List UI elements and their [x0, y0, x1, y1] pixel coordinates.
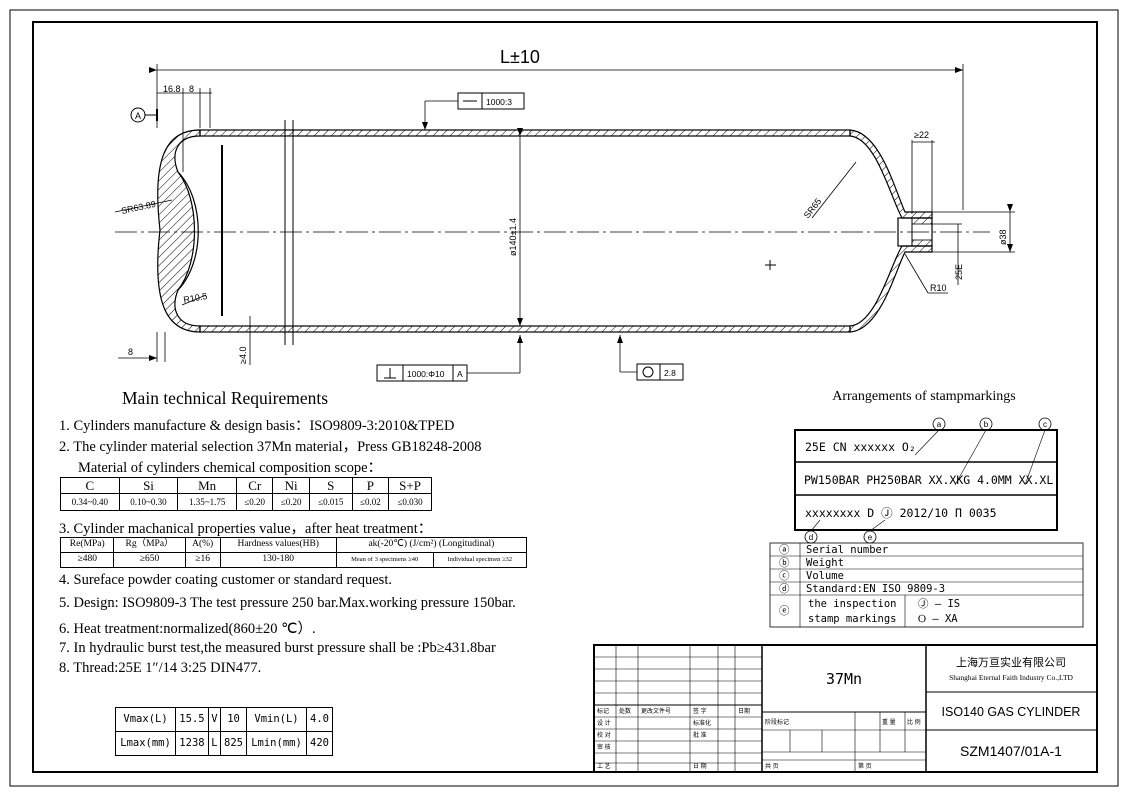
svg-text:d: d: [809, 533, 813, 542]
svg-text:共 页: 共 页: [765, 762, 779, 770]
svg-text:stamp markings: stamp markings: [808, 613, 897, 625]
svg-text:the inspection: the inspection: [808, 598, 897, 610]
dim-r10-5: R10.5: [183, 291, 208, 305]
length-dimension: L±10: [500, 47, 540, 67]
dome-bottom: [849, 245, 933, 333]
mech-table: Re(MPa)Rg（MPa） A(%)Hardness values(HB) a…: [59, 537, 528, 568]
svg-text:A: A: [457, 369, 463, 379]
title-block-cells: 标记 处数 更改文件号 签 字 日期 设 计 标准化 校 对 批 准 审 核 工…: [597, 707, 921, 770]
svg-text:e: e: [868, 533, 873, 542]
fcf-perpendicularity: 1000:Φ10 A: [376, 335, 523, 382]
stamp-title: Arrangements of stampmarkings: [832, 389, 1016, 404]
svg-text:设 计: 设 计: [597, 719, 611, 727]
svg-text:处数: 处数: [619, 707, 631, 715]
dim-ge22: ≥22: [914, 130, 929, 140]
svg-text:ⓔ: ⓔ: [779, 605, 790, 617]
svg-text:ⓓ: ⓓ: [779, 583, 790, 595]
svg-text:Standard:EN ISO 9809-3: Standard:EN ISO 9809-3: [806, 583, 945, 595]
svg-text:重 量: 重 量: [882, 718, 896, 726]
svg-text:校 对: 校 对: [597, 731, 611, 739]
dim-sr63: SR63.89: [120, 199, 156, 216]
requirements-title: Main technical Requirements: [122, 388, 329, 408]
svg-text:Volume: Volume: [806, 570, 844, 582]
stamp-legend: ⓐ Serial number ⓑ Weight ⓒ Volume ⓓ Stan…: [779, 544, 960, 625]
svg-text:批 准: 批 准: [693, 731, 707, 739]
svg-text:Weight: Weight: [806, 557, 844, 569]
svg-text:日 期: 日 期: [693, 762, 707, 770]
svg-text:ⓐ: ⓐ: [779, 544, 790, 556]
dim-8-bottom: 8: [128, 347, 133, 357]
req-8: 8. Thread:25E 1″/14 3:25 DIN477.: [59, 660, 262, 676]
top-wall: [199, 129, 851, 137]
dim-8-top: 8: [189, 84, 194, 94]
company-cn: 上海万亘实业有限公司: [956, 655, 1066, 669]
outer-border: [9, 9, 1119, 787]
svg-text:签 字: 签 字: [693, 707, 707, 715]
inner-border: [32, 21, 1098, 773]
svg-text:第 页: 第 页: [858, 762, 872, 770]
svg-text:更改文件号: 更改文件号: [641, 707, 671, 715]
title-block-grid: [593, 644, 1098, 773]
req-2-sub: Material of cylinders chemical compositi…: [78, 460, 383, 476]
bottom-wall: [199, 325, 851, 333]
stamp-line-1: 25E CN xxxxxx O₂: [805, 440, 916, 454]
svg-text:Ѻ — XA: Ѻ — XA: [918, 613, 958, 625]
product-name: ISO140 GAS CYLINDER: [942, 705, 1081, 719]
svg-text:日期: 日期: [738, 707, 750, 715]
svg-text:阶段标记: 阶段标记: [765, 718, 789, 726]
stamp-line-2: PW150BAR PH250BAR XX.XKG 4.0MM XX.XL: [804, 473, 1053, 487]
material-name: 37Mn: [826, 670, 862, 688]
stamp-box: a b c d e: [794, 417, 1058, 544]
svg-text:c: c: [1043, 420, 1047, 429]
stamp-legend-grid: [769, 542, 1084, 628]
req-1: 1. Cylinders manufacture & design basis：…: [59, 418, 455, 434]
req-5: 5. Design: ISO9809-3 The test pressure 2…: [59, 595, 516, 611]
stamp-line-3: xxxxxxxx D Ⓙ 2012/10 Π 0035: [805, 506, 997, 520]
svg-text:比 例: 比 例: [907, 718, 921, 726]
svg-text:工 艺: 工 艺: [597, 762, 611, 770]
dim-ge4: ≥4.0: [238, 347, 248, 364]
svg-text:1000:Φ10: 1000:Φ10: [407, 369, 445, 379]
svg-text:Serial number: Serial number: [806, 544, 888, 556]
req-4: 4. Sureface powder coating customer or s…: [59, 572, 392, 588]
base-end: [157, 129, 201, 333]
drawing-number: SZM1407/01A-1: [960, 743, 1062, 759]
dim-16-8: 16.8: [163, 84, 181, 94]
svg-text:ⓑ: ⓑ: [779, 557, 790, 569]
svg-text:b: b: [984, 420, 989, 429]
dim-phi38: ø38: [998, 229, 1008, 245]
svg-text:标记: 标记: [597, 707, 609, 715]
dim-phi140: ø140±1.4: [508, 218, 518, 256]
req-3: 3. Cylinder machanical properties value，…: [59, 521, 433, 537]
req-6: 6. Heat treatment:normalized(860±20 ℃）.: [59, 621, 316, 637]
req-7: 7. In hydraulic burst test,the measured …: [59, 640, 496, 656]
svg-text:ⓒ: ⓒ: [779, 570, 790, 582]
cylinder-body: [157, 120, 933, 345]
dim-thread: 25E: [954, 264, 964, 280]
svg-text:标准化: 标准化: [693, 719, 711, 727]
svg-text:2.8: 2.8: [664, 368, 676, 378]
fcf-circularity: 2.8: [617, 335, 684, 381]
req-2: 2. The cylinder material selection 37Mn …: [59, 439, 482, 455]
svg-text:a: a: [937, 420, 942, 429]
dim-r10: R10: [930, 283, 947, 293]
svg-text:Ⓙ — IS: Ⓙ — IS: [918, 598, 960, 610]
svg-text:1000:3: 1000:3: [486, 97, 512, 107]
company-en: Shanghai Eternal Faith Industry Co.,LTD: [949, 673, 1073, 682]
svg-text:审 核: 审 核: [597, 743, 611, 751]
svg-text:A: A: [135, 111, 141, 121]
fcf-straightness: 1000:3: [422, 92, 525, 130]
dome-top: [849, 129, 933, 219]
